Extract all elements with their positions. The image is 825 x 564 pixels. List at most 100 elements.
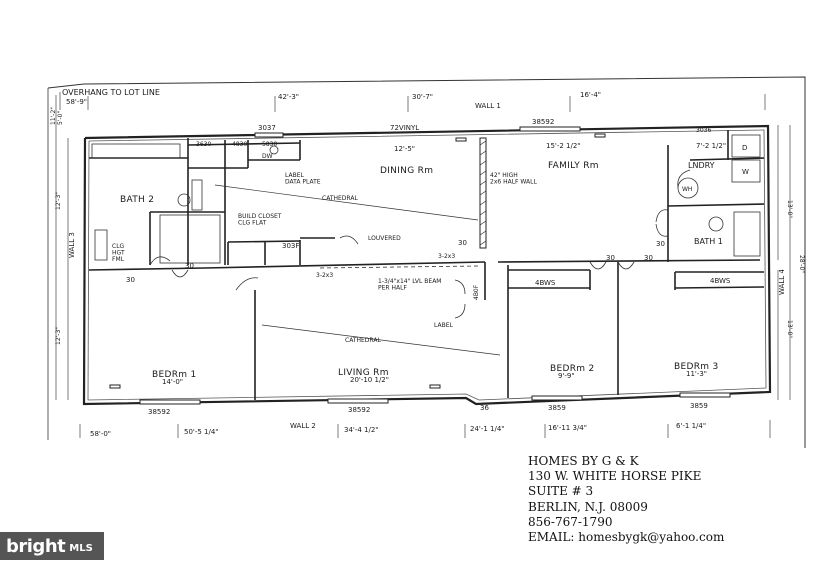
exterior-walls [82, 124, 772, 406]
door-swings [149, 169, 691, 319]
opening-10: 3859 [690, 402, 708, 410]
dryer [731, 134, 761, 158]
dryer-label: D [742, 144, 747, 152]
half-wall [479, 137, 487, 249]
dw-label: DW [262, 153, 273, 160]
toilet-bath1 [708, 216, 724, 232]
company-city: BERLIN, N.J. 08009 [528, 499, 648, 514]
company-info-block: HOMES BY G & K 130 W. WHITE HORSE PIKE S… [528, 454, 818, 545]
opening-22: 3-2x3 [438, 253, 455, 260]
washer-closet [94, 229, 108, 261]
room-bath1: BATH 1 [694, 237, 723, 246]
right-dim-3: 13'-0" [786, 320, 793, 338]
bright-mls-watermark: bright MLS [0, 532, 104, 560]
cathedral-lines [214, 184, 501, 356]
top-dim-1: 58'-9" [66, 98, 87, 106]
washer-label: W [742, 168, 749, 176]
left-dim-3: 12'-3" [55, 192, 62, 210]
water-heater [677, 177, 699, 199]
wall-2-label: WALL 2 [290, 422, 316, 430]
cathedral-label-2: CATHEDRAL [345, 337, 381, 344]
exterior-wall-inner-line [87, 129, 767, 401]
dim-bedroom1: 14'-0" [162, 378, 183, 386]
closet-box [159, 214, 221, 264]
wh-label: WH [682, 186, 692, 193]
opening-16: 30 [644, 254, 653, 262]
left-dim-4: 12'-3" [55, 327, 62, 345]
opening-20: 4BWS [710, 277, 731, 285]
top-dim-4: 16'-4" [580, 91, 601, 99]
overhang-label: OVERHANG TO LOT LINE [62, 88, 160, 97]
room-bedroom3: BEDRm 3 [674, 362, 719, 372]
company-address: 130 W. WHITE HORSE PIKE [528, 469, 702, 484]
dim-living: 20'-10 1/2" [350, 376, 389, 384]
opening-7: 38592 [148, 408, 170, 416]
vinyl-label: 72VINYL [390, 124, 419, 132]
bottom-dim-5: 16'-11 3/4" [548, 424, 587, 432]
room-laundry: LNDRY [688, 161, 715, 170]
top-dim-2: 42'-3" [278, 93, 299, 101]
opening-1: 3037 [258, 124, 276, 132]
dim-dining: 12'-5" [394, 145, 415, 153]
company-name: HOMES BY G & K [528, 454, 639, 468]
dim-bedroom3: 11'-3" [686, 370, 707, 378]
opening-12: 30 [126, 276, 135, 284]
company-email: EMAIL: homesbygk@yahoo.com [528, 530, 725, 545]
left-dim-2: 5'-0" [57, 111, 64, 125]
right-dimension-lines [777, 125, 791, 400]
bottom-dim-6: 6'-1 1/4" [676, 422, 706, 430]
bottom-dim-2: 50'-5 1/4" [184, 428, 219, 436]
room-living: LIVING Rm [338, 368, 389, 378]
opening-11: 36 [480, 404, 489, 412]
bottom-dim-3: 34'-4 1/2" [344, 426, 379, 434]
room-family: FAMILY Rm [548, 161, 599, 171]
company-phone: 856-767-1790 [528, 514, 613, 529]
watermark-brand: bright [6, 535, 66, 557]
opening-5: 5830 [262, 141, 277, 148]
opening-15: 30 [606, 254, 615, 262]
room-bath2: BATH 2 [120, 195, 154, 205]
wall-3-label: WALL 3 [68, 232, 76, 258]
left-dim-1: 11'-2" [50, 107, 57, 125]
opening-2: 38592 [532, 118, 554, 126]
opening-8: 38592 [348, 406, 370, 414]
dim-laundry: 7'-2 1/2" [696, 142, 726, 150]
room-dining: DINING Rm [380, 166, 433, 176]
dim-family: 15'-2 1/2" [546, 142, 581, 150]
bottom-dim-1: 58'-0" [90, 430, 111, 438]
tub-bath1 [733, 211, 761, 257]
opening-21: 4B0F [473, 284, 480, 300]
lvl-beam-line [319, 265, 479, 269]
sheet-border [47, 76, 806, 448]
toilet-bath2 [177, 193, 191, 207]
cathedral-label-1: CATHEDRAL [322, 195, 358, 202]
bottom-dimension-lines [79, 420, 771, 438]
opening-13: 30 [185, 262, 194, 270]
washer [731, 159, 761, 183]
opening-3: 3630 [196, 141, 211, 148]
opening-17: 30 [656, 240, 665, 248]
wall-4-label: WALL 4 [778, 269, 786, 295]
louvered-label: LOUVERED [368, 235, 401, 242]
room-bedroom2: BEDRm 2 [550, 364, 595, 374]
top-dim-3: 30'-7" [412, 93, 433, 101]
wall-1-label: WALL 1 [475, 102, 501, 110]
room-bedroom1: BEDRm 1 [152, 370, 197, 380]
opening-14: 30 [458, 239, 467, 247]
sink [269, 145, 279, 155]
fixtures [91, 134, 761, 264]
opening-4: 4830 [232, 141, 247, 148]
watermark-suffix: MLS [69, 542, 93, 554]
opening-9: 3859 [548, 404, 566, 412]
company-suite: SUITE # 3 [528, 484, 594, 499]
windows [109, 126, 731, 405]
vanity-bath2 [191, 179, 203, 211]
half-wall-hatch [479, 140, 487, 246]
